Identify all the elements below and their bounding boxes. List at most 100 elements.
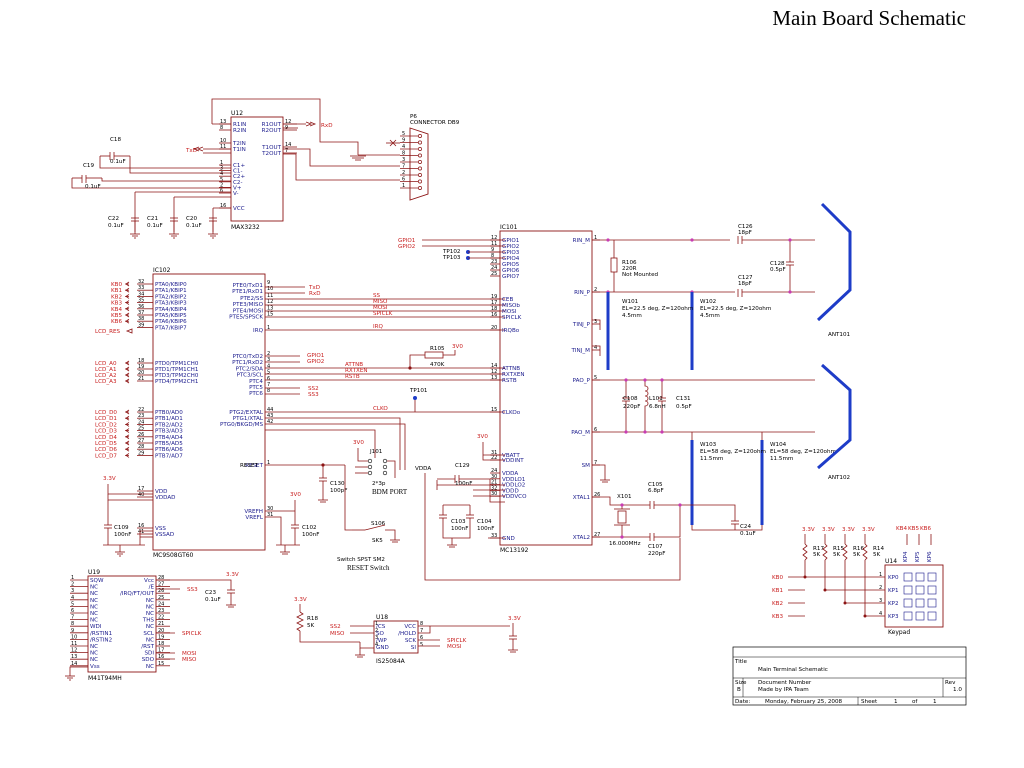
ic101-name: MC13192 <box>500 547 529 554</box>
u18-pin-number: 4 <box>375 642 378 648</box>
ic102-pin-name: PTB2/AD2 <box>155 422 183 428</box>
w101-spec: EL=22.5 deg, Z=120ohm <box>622 306 693 312</box>
p6-pin-6: 6 <box>400 177 422 184</box>
ic102-pin-name: PTA4/KBIP4 <box>155 307 187 313</box>
u12-pin-number: 5 <box>220 177 223 183</box>
u19-pin-number: 16 <box>158 654 164 660</box>
kp-col-KP5: KP5 <box>915 551 921 562</box>
u12-pin-name: T1OUT <box>261 145 281 151</box>
net-ss3: SS3 <box>308 392 319 398</box>
u12-pin-number: 4 <box>220 171 223 177</box>
u18-pin-name: SI <box>411 645 417 651</box>
u19-pin-name: SQW <box>90 578 104 584</box>
u19-pin-number: 11 <box>71 641 77 647</box>
svg-text:R17: R17 <box>813 546 824 552</box>
u19-pin-name: NC <box>146 637 154 643</box>
ic102-pin-name: VREFL <box>245 515 263 521</box>
ic101-pin-number: 30 <box>491 474 497 480</box>
r105-ref: R105 <box>430 346 445 352</box>
key-KP2-KP4 <box>903 598 913 608</box>
ic102-pin-number: 11 <box>267 293 273 299</box>
net-ss3-u19: SS3 <box>187 587 198 593</box>
kp-row-KP0: KP0 <box>888 575 899 581</box>
c107-ref: C24 <box>740 524 751 530</box>
key-KP1-KP6 <box>927 585 937 595</box>
ic101-pin-name: MOSI <box>502 309 517 315</box>
key-KP2-KP5 <box>915 598 925 608</box>
p6-pin-2: 2 <box>400 170 422 177</box>
ant101-antenna <box>816 202 852 322</box>
ic102-pin-name: PTC5 <box>249 385 263 391</box>
ic102-pin-number: 19 <box>138 364 144 370</box>
ic101-pin-number: 9 <box>491 247 494 253</box>
net-lcd-d3: LCD_D3 <box>95 428 130 435</box>
wire <box>357 448 368 462</box>
w101-len: 4.5mm <box>622 313 642 319</box>
tb-docnum-label: Document Number <box>758 680 812 686</box>
svg-text:5K: 5K <box>853 552 861 558</box>
ic102-pin-name: PTD0/TPM1CH0 <box>155 361 199 367</box>
net-3v3-c23: 3.3V <box>508 616 521 622</box>
p6-pin-7: 7 <box>400 164 422 171</box>
ic101-pin-0: 7SM <box>582 460 600 469</box>
u19-pin-number: 25 <box>158 595 164 601</box>
u19-pin-name: /E <box>149 585 155 591</box>
ic102-pin-name: PTA3/KBIP3 <box>155 301 187 307</box>
svg-text:KB4: KB4 <box>111 307 123 313</box>
ic102-pin-name: PTC4 <box>249 379 263 385</box>
s106-reset-switch[interactable]: S106 SK5 <box>352 521 400 544</box>
wire <box>283 148 400 167</box>
ic102-pin-name: PTG2/EXTAL <box>229 410 264 416</box>
u18-pin-name: /CS <box>376 624 386 630</box>
ic102-pin-name: PTC0/TxD2 <box>233 354 263 360</box>
u19-pin-name: NC <box>146 598 154 604</box>
ic102-pin-number: 6 <box>267 376 270 382</box>
c21-ref: C21 <box>147 216 158 222</box>
u19-pin-name: NC <box>146 664 154 670</box>
ic101-pin-number: 33 <box>491 533 497 539</box>
c22-ref: C22 <box>108 216 119 222</box>
ic102-pin-name: PTA0/KBIP0 <box>155 282 187 288</box>
u19-pin-name: NC <box>146 611 154 617</box>
ic101-pin-number: 16 <box>491 312 497 318</box>
wire <box>139 530 153 545</box>
u19-pin-number: 17 <box>158 648 164 654</box>
svg-text:LCD_D4: LCD_D4 <box>95 435 117 441</box>
net-lcd-a0: LCD_A0 <box>95 360 130 367</box>
net-kb1: KB1 <box>111 287 130 294</box>
ic101-pin-number: 30 <box>491 491 497 497</box>
u18-pin-1: 7/HOLD <box>398 628 423 637</box>
net-vdda: VDDA <box>415 466 431 472</box>
net-lcd-d7: LCD_D7 <box>95 453 130 459</box>
u12-pin-number: 10 <box>220 138 226 144</box>
net-lcd-d4: LCD_D4 <box>95 434 130 441</box>
u18-pin-name: SO <box>376 631 385 637</box>
u19-pin-name: /RSTIN1 <box>90 631 113 637</box>
kp-net-kb1: KB1 <box>772 588 805 594</box>
key-KP0-KP6 <box>927 572 937 582</box>
c20-val: 0.1uF <box>186 223 202 229</box>
kp-net-kb6: KB6 <box>920 526 932 532</box>
u12-pin-name: VCC <box>233 206 245 212</box>
c20-capacitor <box>208 217 218 239</box>
ic101-pin-name: PAO_M <box>571 430 590 436</box>
